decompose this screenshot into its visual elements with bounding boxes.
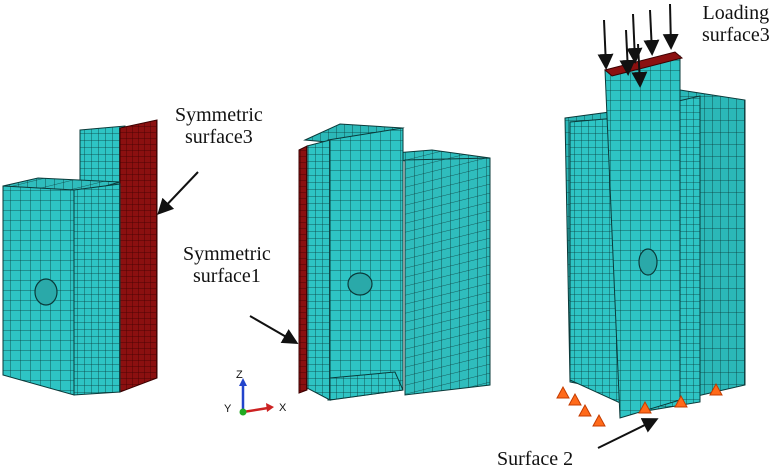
load-arrows — [597, 3, 679, 88]
middle-right-block-face — [404, 157, 491, 396]
middle-model — [298, 123, 491, 401]
middle-bottom-ledge — [329, 371, 404, 401]
support-triangle-icon — [556, 385, 570, 399]
label-line: Loading — [702, 2, 770, 24]
support-triangle-icon — [709, 382, 723, 396]
left-symmetric-surface-red — [119, 119, 158, 393]
axis-y-label: Y — [224, 403, 232, 415]
support-triangle-icon — [592, 413, 606, 427]
support-triangle-icon — [568, 392, 582, 406]
label-line: surface1 — [193, 265, 261, 287]
load-arrow-icon — [597, 19, 614, 70]
left-bolt-hole — [34, 278, 58, 306]
callout-arrow-surface2 — [597, 418, 659, 449]
label-line: surface3 — [702, 24, 770, 46]
load-arrow-icon — [631, 43, 648, 88]
middle-center-face — [327, 127, 404, 401]
middle-bolt-hole — [347, 272, 373, 296]
label-surface2: Surface 2 — [497, 448, 574, 470]
load-arrow-icon — [643, 9, 660, 56]
support-triangle-icon — [638, 400, 652, 414]
load-arrow-icon — [626, 13, 643, 64]
label-symmetric-surface1: Symmetric surface1 — [183, 243, 271, 287]
label-line: Symmetric — [183, 243, 271, 265]
support-triangle-icon — [578, 403, 592, 417]
label-loading-surface3: Loading surface3 — [702, 2, 770, 46]
label-line: surface3 — [185, 126, 253, 148]
label-line: Symmetric — [175, 104, 263, 126]
middle-left-plate — [306, 139, 331, 401]
load-arrow-icon — [662, 3, 679, 50]
axis-triad-icon: Z Y X — [224, 369, 287, 416]
middle-symmetric-surface-red — [298, 145, 308, 394]
axis-x-label: X — [279, 402, 287, 414]
axis-z-label: Z — [236, 369, 243, 381]
callout-arrow-symmetric-surface3 — [157, 171, 199, 215]
callout-arrow-symmetric-surface1 — [249, 315, 299, 345]
right-bolt-hole — [638, 248, 658, 276]
support-triangle-icon — [674, 394, 688, 408]
left-block-right-face — [73, 183, 121, 396]
left-model — [2, 119, 158, 396]
right-model — [556, 3, 746, 427]
label-symmetric-surface3: Symmetric surface3 — [175, 104, 263, 148]
support-markers — [556, 382, 723, 427]
